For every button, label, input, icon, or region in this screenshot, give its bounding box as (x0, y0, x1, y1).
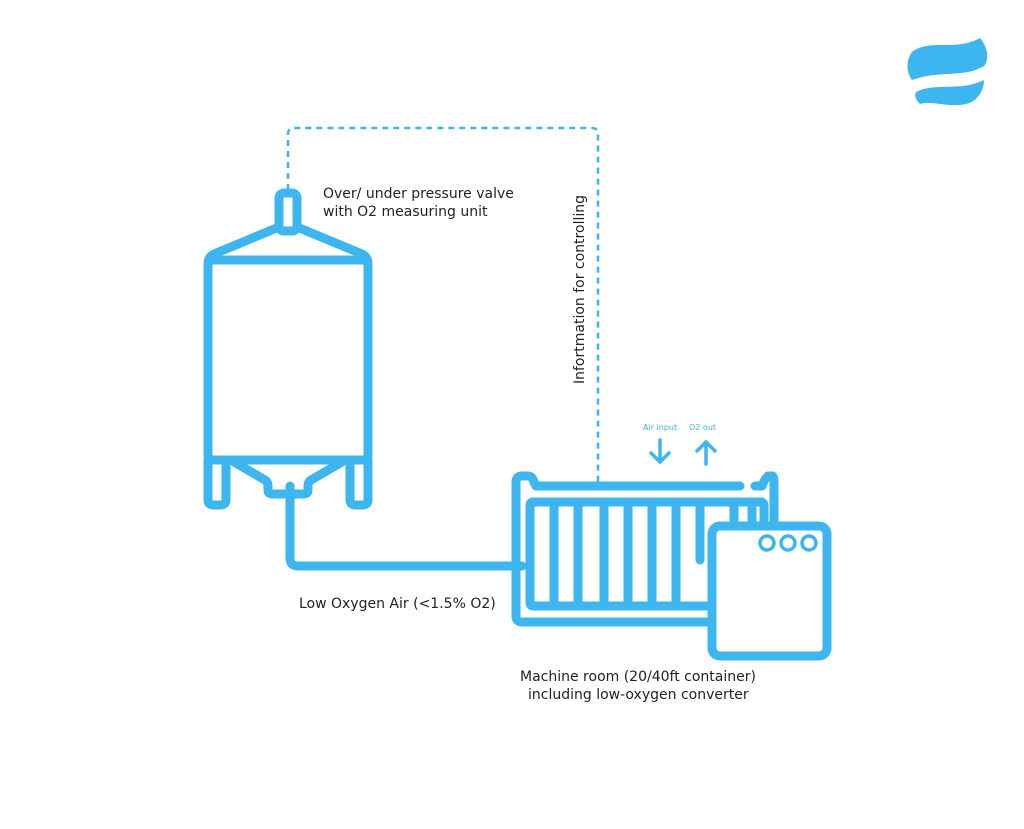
indicator-light-2 (779, 534, 797, 552)
logo-icon (907, 38, 988, 106)
arrow-up-icon (695, 440, 717, 466)
indicator-light-3 (800, 534, 818, 552)
shipping-container-icon (511, 471, 779, 627)
indicator-light-1 (758, 534, 776, 552)
machine-room-label-line1: Machine room (20/40ft container) (520, 669, 756, 685)
valve-label-line2: with O2 measuring unit (323, 204, 488, 220)
silo-icon (203, 188, 373, 510)
low-oxygen-air-label: Low Oxygen Air (<1.5% O2) (299, 596, 496, 612)
control-signal-line (286, 126, 600, 486)
arrow-down-icon (649, 438, 671, 464)
control-info-label: Infortmation for controlling (572, 195, 588, 384)
air-input-label: Air input (643, 423, 678, 432)
o2-out-label: O2 out (689, 423, 717, 432)
valve-label-line1: Over/ under pressure valve (323, 186, 514, 202)
converter-unit-icon (707, 521, 832, 661)
machine-room-label-line2: including low-oxygen converter (528, 687, 749, 703)
low-oxygen-pipe (285, 481, 527, 571)
